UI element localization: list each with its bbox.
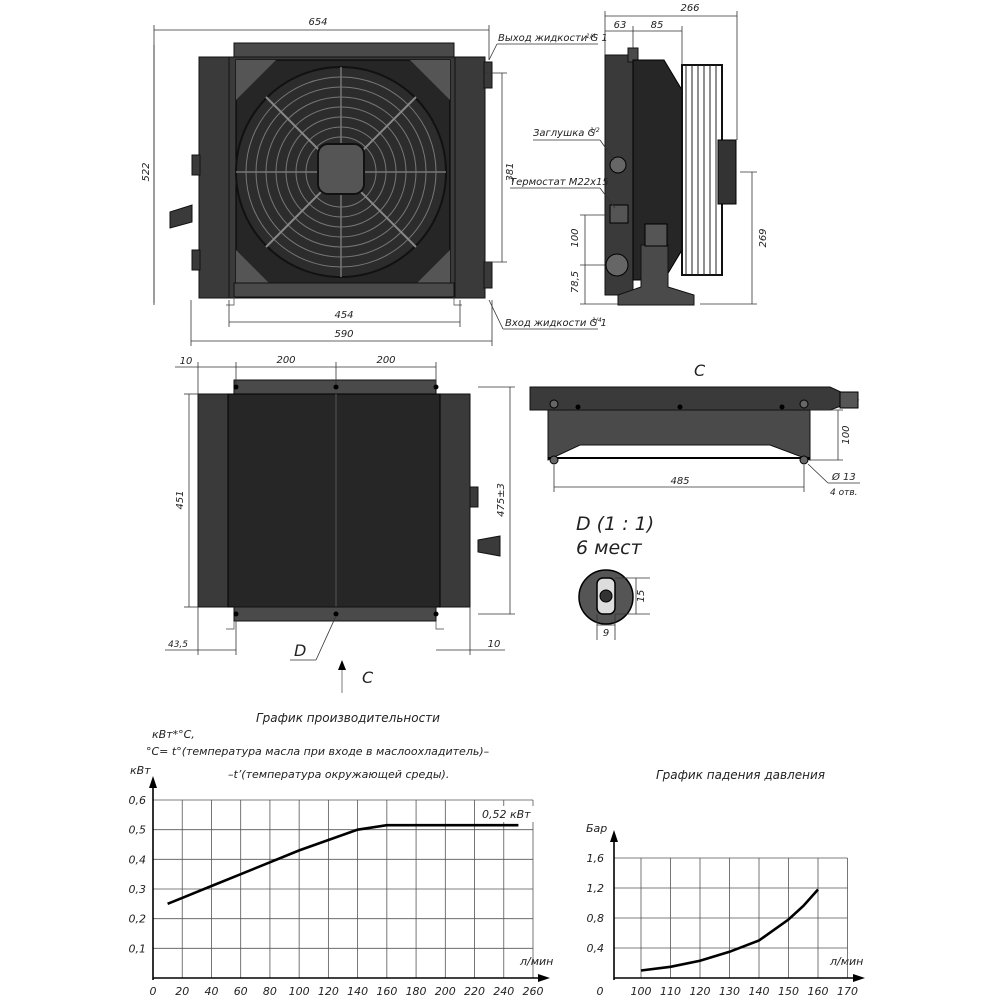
chart1-grid	[153, 799, 534, 978]
chart2-x-tick: 110	[660, 985, 681, 998]
dim-63: 63	[614, 20, 627, 31]
chart1-ylabel: кВт	[130, 764, 151, 777]
dim-454: 454	[334, 310, 353, 321]
dim-475: 475±3	[496, 483, 507, 517]
dim-hole: Ø 13	[831, 471, 856, 483]
label-outlet: Выход жидкости G 1	[498, 33, 608, 44]
chart1-title: График производительности	[256, 711, 440, 725]
chart1-x-tick: 60	[234, 985, 248, 998]
chart1-x-tick: 20	[175, 985, 189, 998]
dim-100-side: 100	[570, 228, 581, 247]
chart1-xlabel: л/мин	[519, 955, 553, 968]
chart2-xlabel: л/мин	[829, 955, 863, 968]
dim-holes-count: 4 отв.	[830, 488, 858, 498]
chart2-title: График падения давления	[656, 768, 825, 782]
chart1-x-tick: 260	[523, 985, 544, 998]
chart1-note-line2: –t’(температура окружающей среды).	[228, 768, 449, 781]
label-c: C	[694, 361, 706, 380]
chart2-x-tick: 120	[690, 985, 711, 998]
dim-78-5: 78,5	[570, 271, 581, 293]
chart2-x-tick: 130	[719, 985, 740, 998]
chart2-x-tick: 160	[808, 985, 829, 998]
chart1-y-tick: 0,5	[129, 824, 147, 837]
chart1-x-tick: 80	[263, 985, 277, 998]
chart2-series-line	[640, 888, 819, 972]
chart1-x-tick: 40	[204, 985, 218, 998]
label-inlet: Вход жидкости G 1	[505, 318, 607, 329]
dim-10-top: 10	[180, 356, 193, 367]
chart1-x-tick: 0	[150, 985, 157, 998]
label-outlet-frac: 1/4	[586, 33, 596, 40]
dim-269: 269	[758, 228, 769, 247]
pressure-chart: График падения давления Бар л/мин 0 100 11…	[586, 768, 865, 998]
chart2-y-tick: 1,6	[587, 852, 605, 865]
chart1-y-tick: 0,1	[129, 942, 147, 955]
chart2-y-tick: 1,2	[587, 882, 605, 895]
label-c-arrow: C	[362, 668, 374, 687]
performance-chart: График производительности кВт*°C, °C= t°…	[129, 711, 554, 998]
chart1-y-tick: 0,3	[129, 883, 147, 896]
dim-485: 485	[670, 476, 689, 487]
chart2-x-tick: 0	[597, 985, 604, 998]
label-d: D	[294, 641, 306, 660]
chart1-y-tick: 0,4	[129, 853, 147, 866]
dim-266: 266	[680, 3, 699, 14]
chart1-y-tick: 0,6	[129, 794, 147, 807]
chart2-x-tick: 140	[749, 985, 770, 998]
chart2-ticks: 0 100 110 120 130 140 150 160 170 0,4 0,8 1,2 1,6	[587, 852, 859, 998]
chart1-x-tick: 160	[376, 985, 397, 998]
chart1-y-tick: 0,2	[129, 913, 147, 926]
dim-451: 451	[175, 490, 186, 509]
chart1-y-arrow	[149, 776, 157, 788]
chart1-ticks: 0 20 40 60 80 100 120 140 160 180 200 220 240 260 0,1 0…	[129, 794, 544, 998]
chart1-note-line1: °C= t°(температура масла при входе в мас…	[146, 745, 490, 758]
label-inlet-frac: 1/4	[592, 317, 602, 324]
detail-d-title: D (1 : 1)	[576, 513, 654, 535]
dim-381: 381	[505, 162, 516, 181]
dim-200-a: 200	[276, 355, 295, 366]
chart1-x-tick: 120	[318, 985, 339, 998]
fan-guard-side-icon	[681, 64, 737, 276]
dim-10-bottom: 10	[488, 639, 501, 650]
dim-9: 9	[603, 628, 609, 639]
dim-100-c: 100	[841, 425, 852, 444]
fan-guard-icon	[235, 66, 447, 278]
detail-d: D (1 : 1) 6 мест 15 9	[576, 513, 654, 640]
chart1-x-tick: 200	[435, 985, 456, 998]
chart1-annotation: 0,52 кВт	[482, 808, 531, 821]
chart1-x-tick: 180	[406, 985, 427, 998]
side-view: 266 63 85 269 100 78,5 Заглушка G 1/2 Те…	[510, 3, 769, 306]
label-plug: Заглушка G	[533, 128, 596, 139]
rear-view: 200 200 10 451 475±3 43,5 10 D C	[165, 355, 515, 693]
dim-43-5: 43,5	[168, 640, 188, 650]
chart1-x-tick: 100	[289, 985, 310, 998]
chart1-x-arrow	[538, 974, 550, 982]
chart1-x-tick: 220	[464, 985, 485, 998]
chart2-x-tick: 100	[631, 985, 652, 998]
dim-522: 522	[141, 162, 152, 181]
detail-d-subtitle: 6 мест	[576, 537, 643, 559]
chart1-x-tick: 140	[347, 985, 368, 998]
dim-590: 590	[334, 329, 353, 340]
dim-654: 654	[308, 17, 327, 28]
dim-85: 85	[651, 20, 664, 31]
chart1-series-line	[167, 823, 519, 906]
chart1-x-tick: 240	[493, 985, 514, 998]
label-thermostat: Термостат М22х15	[510, 177, 609, 188]
front-view: 654 522 381 454 590 Выход жидкости G 1 1…	[141, 17, 608, 346]
chart2-x-tick: 150	[778, 985, 799, 998]
chart1-unit-note: кВт*°C,	[152, 728, 195, 741]
chart2-x-tick: 170	[837, 985, 858, 998]
dim-15: 15	[636, 590, 647, 603]
chart2-grid	[614, 857, 848, 978]
chart2-x-arrow	[853, 974, 865, 982]
chart2-ylabel: Бар	[586, 822, 607, 835]
chart2-y-tick: 0,8	[587, 912, 605, 925]
label-plug-frac: 1/2	[590, 127, 600, 134]
view-c: C 100 485 Ø 13 4 отв.	[529, 361, 860, 498]
dim-200-b: 200	[376, 355, 395, 366]
chart2-y-arrow	[610, 830, 618, 842]
chart2-y-tick: 0,4	[587, 942, 605, 955]
